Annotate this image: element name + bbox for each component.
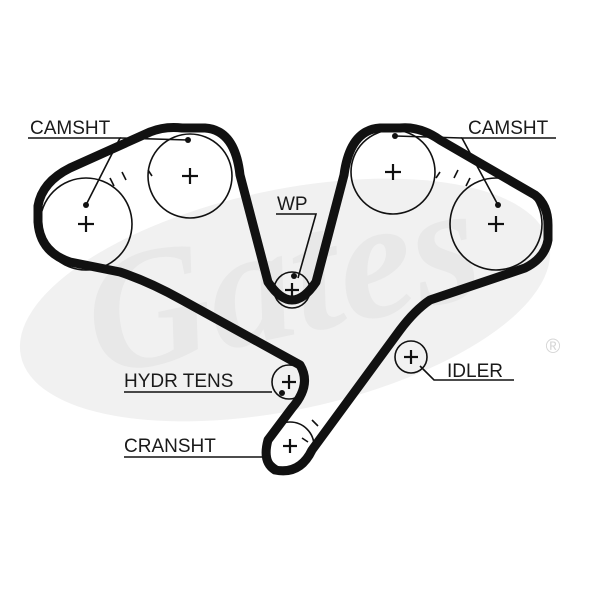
camshaft-left-pulley-b	[39, 177, 133, 271]
camshaft-right-pulley-a	[350, 129, 436, 215]
camshaft-left-pulley-a	[147, 133, 233, 219]
label-camshaft-right: CAMSHT	[468, 118, 549, 139]
label-camshaft-left: CAMSHT	[30, 118, 111, 139]
registered-mark: ®	[546, 336, 561, 358]
label-crankshaft: CRANSHT	[124, 436, 216, 457]
timing-marks	[109, 169, 471, 443]
leader-lines	[28, 133, 556, 458]
camshaft-right-pulley-b	[449, 177, 543, 271]
label-water-pump: WP	[277, 194, 308, 215]
label-hydraulic-tensioner: HYDR TENS	[124, 371, 233, 392]
water-pump-pulley	[273, 271, 311, 309]
crankshaft-pulley	[265, 421, 315, 471]
label-idler: IDLER	[447, 361, 503, 382]
idler-pulley	[394, 340, 428, 374]
hydraulic-tensioner-pulley	[271, 364, 307, 400]
